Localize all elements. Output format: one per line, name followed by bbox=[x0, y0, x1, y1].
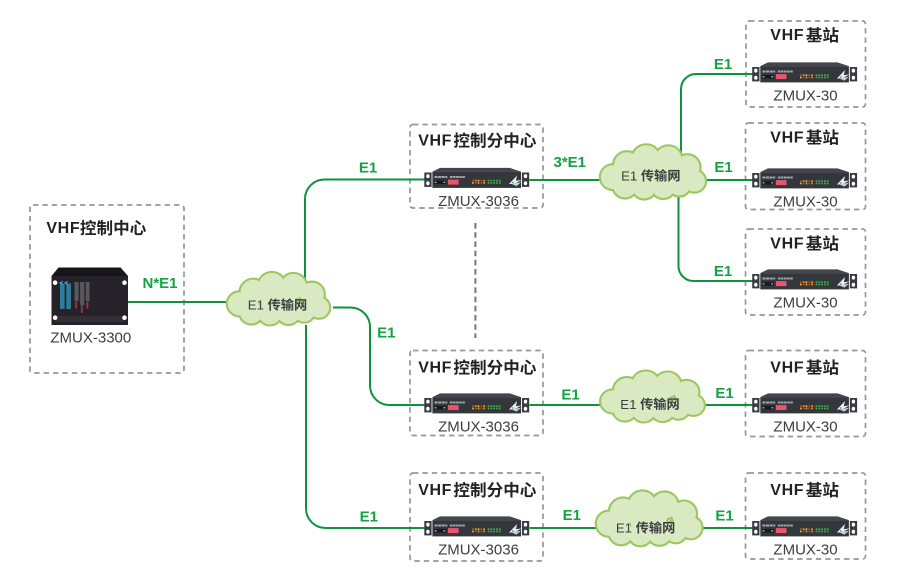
svg-text:ZMUX-30: ZMUX-30 bbox=[773, 418, 837, 435]
svg-text:VHF: VHF bbox=[770, 27, 804, 44]
svg-text:ZMUX-30: ZMUX-30 bbox=[773, 87, 837, 104]
svg-text:E1: E1 bbox=[714, 263, 732, 280]
svg-text:N*E1: N*E1 bbox=[143, 275, 178, 292]
svg-text:E1: E1 bbox=[563, 507, 581, 524]
svg-text:E1: E1 bbox=[714, 56, 732, 73]
svg-text:E1: E1 bbox=[248, 298, 264, 313]
svg-text:E1: E1 bbox=[561, 387, 579, 404]
svg-text:E1: E1 bbox=[715, 385, 733, 402]
svg-text:ZMUX-3036: ZMUX-3036 bbox=[438, 418, 519, 435]
svg-text:E1: E1 bbox=[360, 509, 378, 526]
svg-text:E1: E1 bbox=[714, 159, 732, 176]
svg-text:ZMUX-30: ZMUX-30 bbox=[773, 294, 837, 311]
svg-text:VHF: VHF bbox=[418, 359, 452, 376]
svg-text:E1: E1 bbox=[620, 397, 636, 412]
svg-text:VHF: VHF bbox=[770, 235, 804, 252]
svg-text:VHF: VHF bbox=[418, 132, 452, 149]
svg-text:E1: E1 bbox=[616, 521, 632, 536]
svg-text:VHF: VHF bbox=[418, 482, 452, 499]
svg-text:VHF: VHF bbox=[46, 220, 80, 237]
svg-text:3*E1: 3*E1 bbox=[554, 154, 587, 171]
svg-text:VHF: VHF bbox=[770, 359, 804, 376]
svg-text:ZMUX-30: ZMUX-30 bbox=[773, 193, 837, 210]
svg-text:VHF: VHF bbox=[770, 129, 804, 146]
svg-text:VHF: VHF bbox=[770, 482, 804, 499]
svg-text:E1: E1 bbox=[621, 168, 637, 183]
svg-text:ZMUX-3036: ZMUX-3036 bbox=[438, 541, 519, 558]
svg-text:ZMUX-3300: ZMUX-3300 bbox=[50, 330, 131, 347]
svg-text:E1: E1 bbox=[359, 160, 377, 177]
svg-text:ZMUX-30: ZMUX-30 bbox=[773, 541, 837, 558]
svg-text:ZMUX-3036: ZMUX-3036 bbox=[438, 193, 519, 210]
svg-text:E1: E1 bbox=[377, 325, 395, 342]
svg-text:E1: E1 bbox=[715, 508, 733, 525]
